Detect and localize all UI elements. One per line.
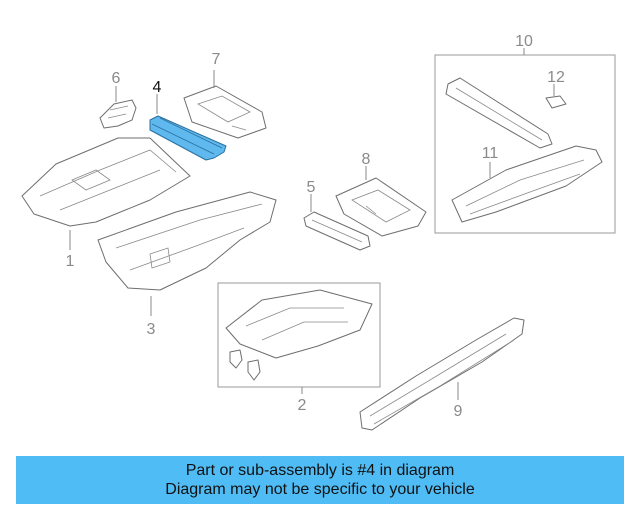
callout-7: 7 <box>212 51 221 68</box>
callout-3: 3 <box>147 321 156 338</box>
callout-11: 11 <box>482 145 499 162</box>
callout-9: 9 <box>454 403 463 420</box>
callout-10: 10 <box>515 33 533 50</box>
part-2-panel <box>225 289 373 359</box>
callout-12: 12 <box>547 69 565 86</box>
part-3-frame <box>97 191 277 291</box>
part-11-rail <box>451 145 603 223</box>
part-5-bracket <box>303 211 371 251</box>
callout-1: 1 <box>66 253 75 270</box>
part-8-panel <box>335 177 427 237</box>
part-9-sill <box>359 317 525 431</box>
part-7-panel <box>183 85 267 139</box>
part-4-crossmember <box>149 115 227 161</box>
callout-6: 6 <box>112 70 121 87</box>
callout-8: 8 <box>362 151 371 168</box>
part-2-bolts <box>229 349 261 381</box>
info-banner: Part or sub-assembly is #4 in diagram Di… <box>16 456 624 504</box>
banner-line-1: Part or sub-assembly is #4 in diagram <box>185 462 455 479</box>
part-1-floor-pan <box>21 137 191 227</box>
callout-2: 2 <box>298 397 307 414</box>
part-6-bracket <box>99 99 137 129</box>
part-10-member <box>445 77 553 149</box>
callout-5: 5 <box>307 179 316 196</box>
group-box-2 <box>217 282 381 388</box>
group-box-10 <box>434 54 616 234</box>
part-12-clip <box>545 95 567 109</box>
callout-4: 4 <box>153 79 162 96</box>
banner-line-2: Diagram may not be specific to your vehi… <box>165 481 475 498</box>
